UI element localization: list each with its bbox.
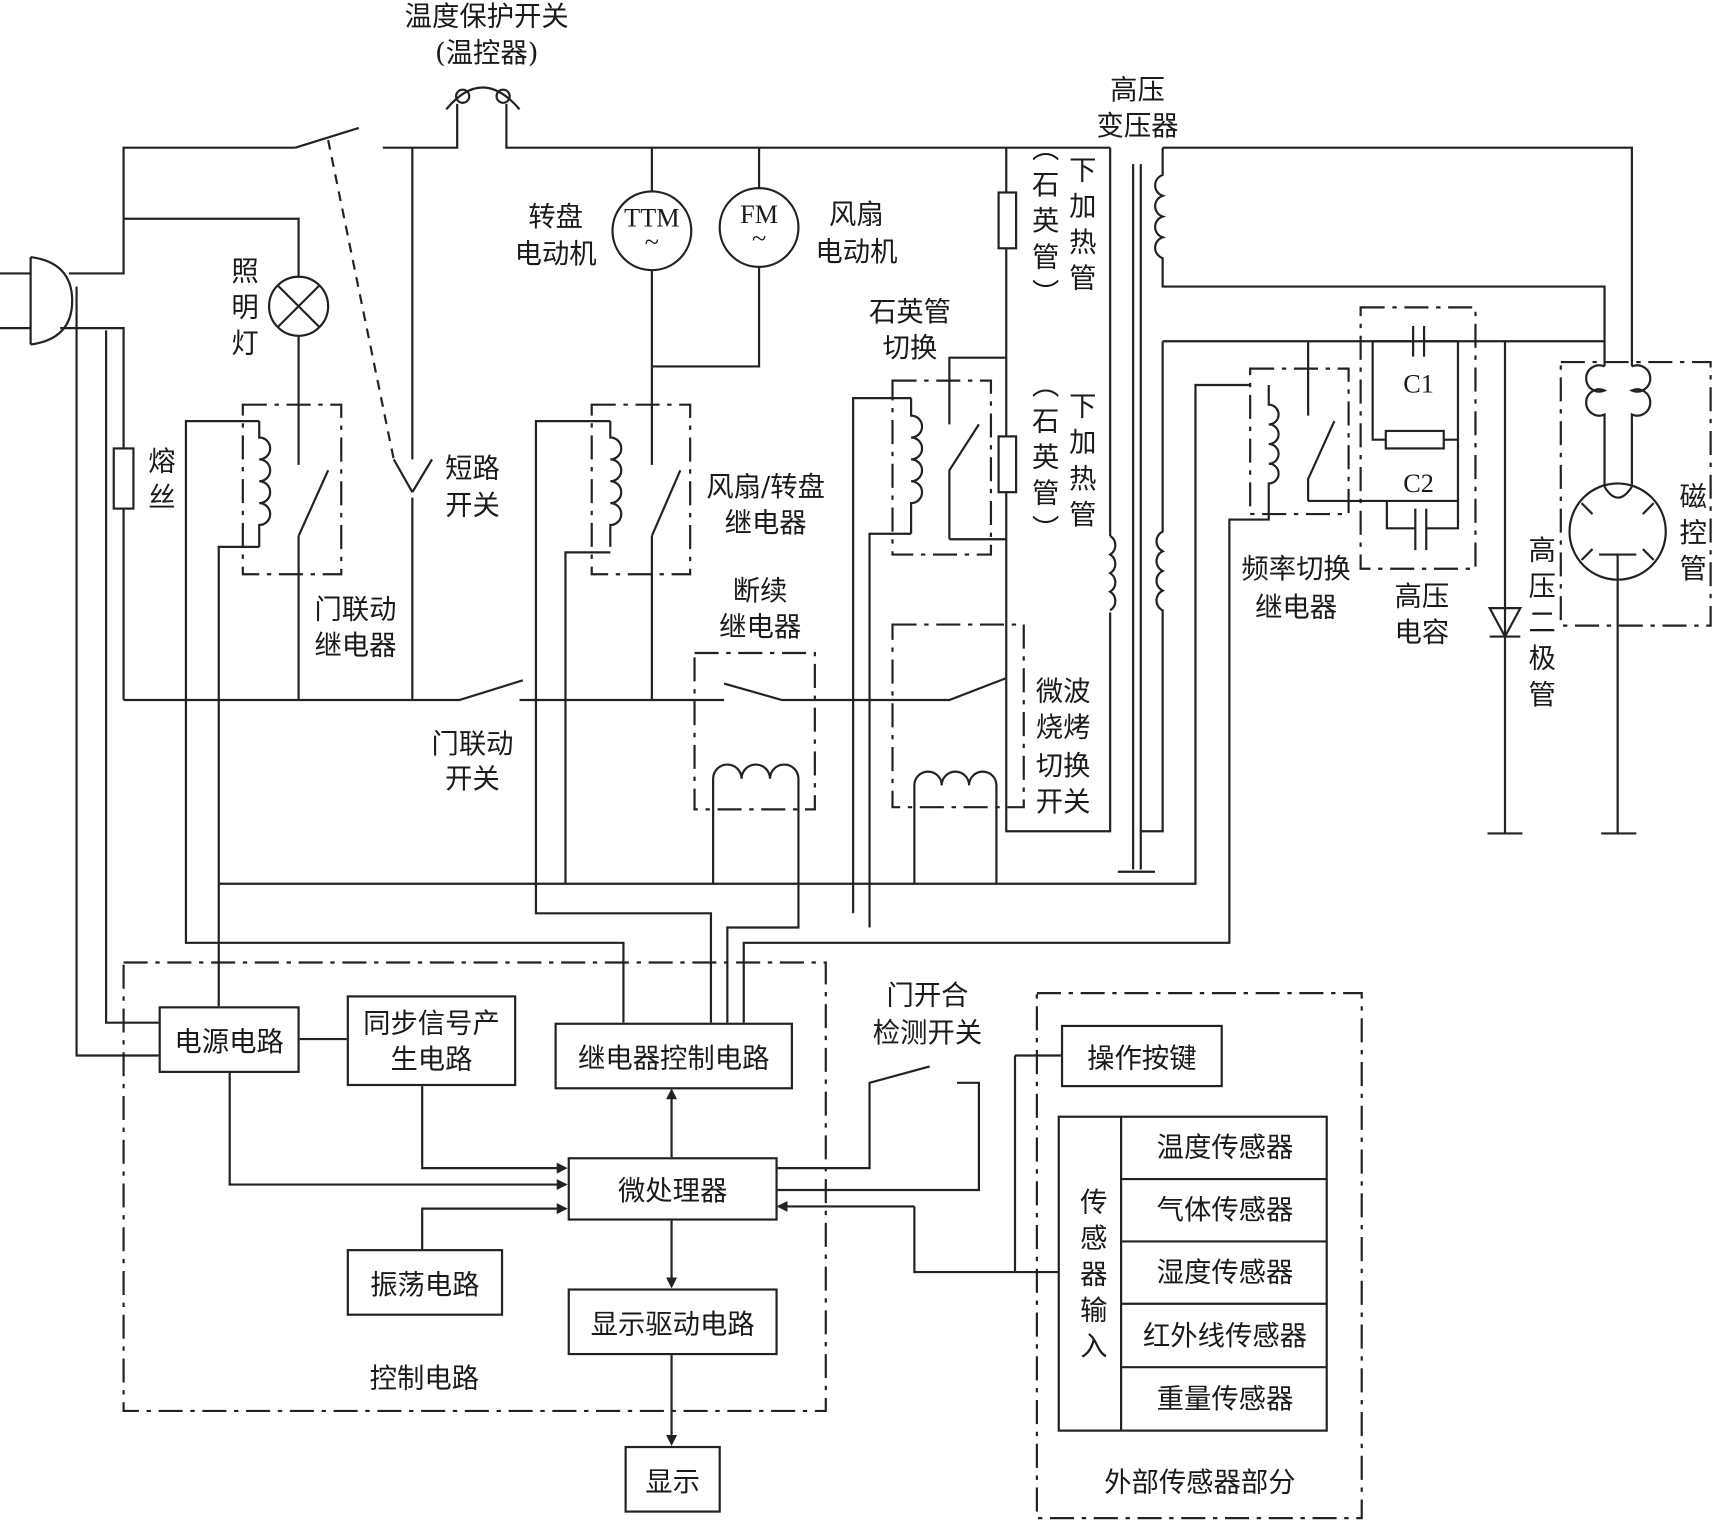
operation-keys-block[interactable]: 操作按键 [1060,1024,1223,1088]
display-block: 显示 [624,1445,721,1513]
short-circuit-linked-switch [294,126,360,149]
hv-cap-label: 电容 [1394,616,1450,649]
quartz-tube-label: （石英管） [1028,133,1060,315]
hv-cap-label: 高压 [1394,580,1450,612]
fm-symbol: FM~ [740,201,779,254]
door-switch-label: 门联动 [431,727,514,760]
relay-coil [712,763,800,1023]
hv-diode-label: 高压二极管 [1524,535,1557,716]
fuse-symbol [112,447,135,510]
relay-coil [742,385,1280,1023]
door-detect-label: 检测开关 [872,1016,983,1049]
quartz-switch-relay [891,379,993,556]
hv-primary-coil [1108,535,1117,612]
mw-grill-switch-label: 开关 [1035,785,1091,818]
hv-diode [1487,341,1523,835]
relay-control-block: 继电器控制电路 [554,1022,793,1090]
short-circuit-switch [392,147,433,700]
intermittent-relay-label: 断续 [732,574,788,607]
control-circuit-boundary [122,961,827,1413]
lower-heater-label: 下加热管 [1065,155,1098,300]
door-relay-label: 继电器 [314,629,397,662]
hv-transformer-core [1117,164,1155,873]
mw-grill-switch-label: 烧烤 [1035,711,1091,744]
hv-capacitor [1359,306,1477,570]
magnetron [1559,360,1712,835]
relay-coil [913,770,998,884]
sensor-table [1057,1115,1328,1432]
wire-top [382,103,1111,149]
sensor-humidity: 湿度传感器 [1156,1256,1294,1288]
turntable-motor-label: 转盘 [528,200,583,233]
fan-motor-label: 风扇 [829,198,884,231]
relay-coil [534,420,713,1023]
control-circuit-label: 控制电路 [369,1362,480,1394]
fan-relay-label: 继电器 [724,506,807,539]
mw-grill-switch-label: 微波 [1035,675,1091,708]
microprocessor-block: 微处理器 [567,1157,778,1221]
door-interlock-relay [241,403,343,576]
wire-live [68,146,300,277]
hv-transformer-label: 高压 [1110,73,1165,106]
sync-signal-block: 同步信号产生电路 [346,995,517,1087]
fuse-label: 熔丝 [144,446,177,519]
sensor-gas: 气体传感器 [1156,1193,1294,1226]
lower-heater-label: 下加热管 [1065,391,1098,536]
wire-power-feed [75,286,159,1057]
mechanical-link [327,139,395,460]
display-driver-block: 显示驱动电路 [567,1288,778,1356]
intermittent-relay [693,651,816,811]
c2-label: C2 [1403,470,1434,499]
lamp-label: 照明灯 [227,256,260,365]
power-circuit-block: 电源电路 [158,1006,300,1073]
hv-secondary-coil-2 [1140,341,1166,833]
turntable-motor-label: 电动机 [514,237,597,270]
door-detect-switch [776,1065,980,1192]
door-switch-label: 开关 [445,762,500,795]
fan-motor-label: 电动机 [815,235,898,268]
door-relay-label: 门联动 [314,593,397,626]
quartz-switch-label: 石英管 [868,295,952,328]
short-switch-label: 开关 [445,489,500,522]
short-switch-label: 短路 [445,452,500,484]
lower-heater-2 [997,435,1018,494]
external-sensors-label: 外部传感器部分 [1104,1466,1296,1498]
wire-neutral [60,327,125,700]
frequency-switch-relay [1249,367,1350,516]
fan-turntable-relay [590,403,692,576]
sensor-temperature: 温度传感器 [1156,1131,1294,1164]
sensor-infrared: 红外线传感器 [1142,1319,1308,1352]
lamp-icon [267,275,330,337]
main-bus [123,677,1007,702]
quartz-tube-label: （石英管） [1028,370,1060,551]
microwave-grill-switch [891,623,1025,809]
c1-label: C1 [1403,370,1434,400]
mw-grill-switch-label: 切换 [1035,749,1091,782]
external-sensor-boundary [1035,992,1363,1520]
ttm-symbol: TTM~ [624,204,680,258]
signal-arrows [228,1054,1061,1446]
fan-relay-label: 风扇/转盘 [706,470,825,503]
sensor-weight: 重量传感器 [1156,1383,1294,1415]
intermittent-relay-label: 继电器 [719,610,802,643]
relay-coil [852,397,924,928]
thermostat-symbol [445,86,521,111]
quartz-switch-label: 切换 [882,331,938,364]
oscillator-block: 振荡电路 [346,1249,504,1316]
thermostat-label: 温度保护开关 [404,0,569,33]
lower-heater-1 [997,191,1018,250]
relay-coil [184,420,625,1023]
thermostat-sub-label: (温控器) [435,36,539,69]
power-plug [0,255,74,346]
freq-relay-label: 继电器 [1255,591,1338,623]
magnetron-label: 磁控管 [1675,481,1708,591]
door-detect-label: 门开合 [886,979,969,1012]
sensor-input-label: 传感器输入 [1076,1187,1108,1368]
freq-relay-label: 频率切换 [1241,552,1351,585]
hv-secondary-coil [1154,146,1633,367]
hv-transformer-label: 变压器 [1096,109,1179,142]
